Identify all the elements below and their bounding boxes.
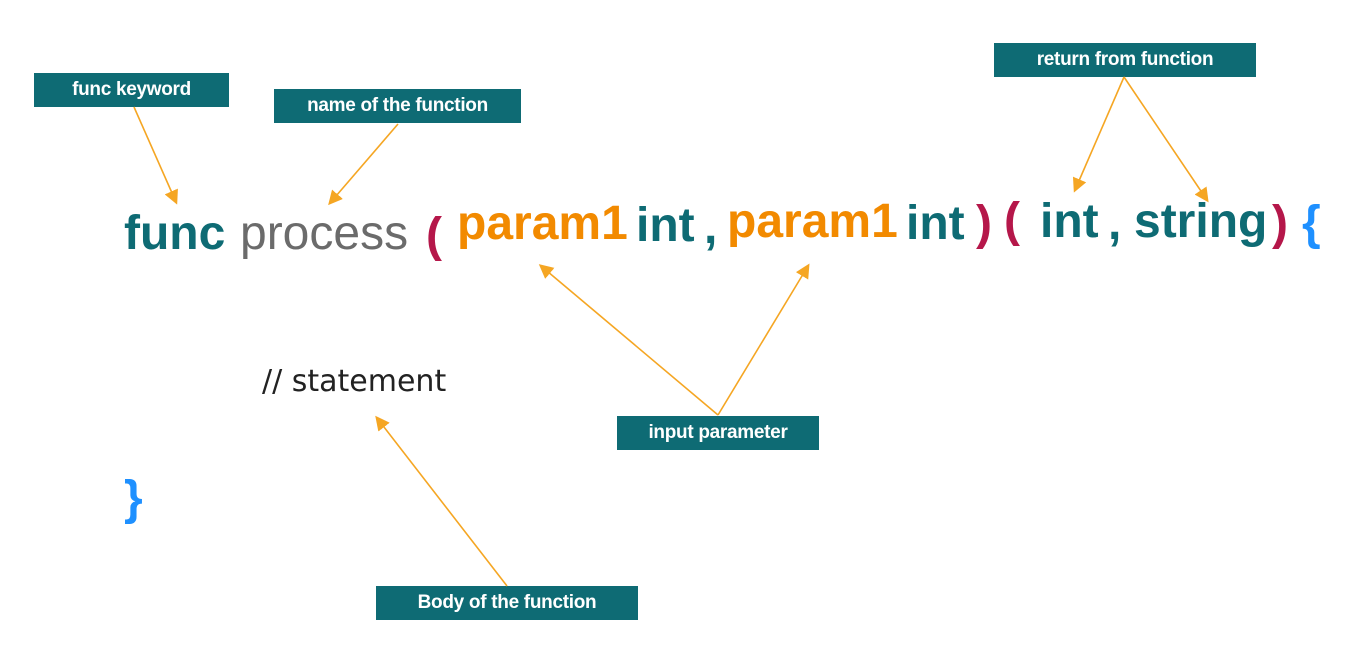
- param-a-type-token: int: [636, 199, 695, 252]
- arrow-return-type-b: [1123, 76, 1209, 203]
- label-func-keyword: func keyword: [34, 73, 229, 107]
- arrow-param-b: [717, 263, 810, 416]
- return-type-a-token: int: [1040, 195, 1099, 248]
- statement-comment: // statement: [262, 364, 447, 399]
- func-keyword-token: func: [124, 207, 226, 260]
- open-paren-params: (: [426, 209, 442, 262]
- arrow-name-of-function: [328, 123, 399, 206]
- close-brace-token: }: [124, 472, 143, 525]
- close-paren-returns: ): [1272, 197, 1288, 250]
- close-paren-params: ): [976, 197, 992, 250]
- arrow-body-of-function: [375, 415, 508, 587]
- label-name-of-function: name of the function: [274, 89, 521, 123]
- params-comma: ,: [704, 201, 718, 254]
- open-brace-token: {: [1302, 197, 1321, 250]
- arrow-func-keyword: [133, 106, 178, 205]
- arrow-param-a: [538, 264, 719, 416]
- label-body-of-function: Body of the function: [376, 586, 638, 620]
- param-a-token: param1: [457, 197, 628, 250]
- arrow-return-type-a: [1072, 76, 1125, 193]
- return-type-b-token: string: [1134, 195, 1268, 248]
- param-b-type-token: int: [906, 197, 965, 250]
- param-b-token: param1: [727, 195, 898, 248]
- function-name-token: process: [240, 207, 409, 260]
- label-input-parameter: input parameter: [617, 416, 819, 450]
- label-return-from-function: return from function: [994, 43, 1256, 77]
- open-paren-returns: (: [1004, 194, 1020, 247]
- returns-comma: ,: [1108, 197, 1122, 250]
